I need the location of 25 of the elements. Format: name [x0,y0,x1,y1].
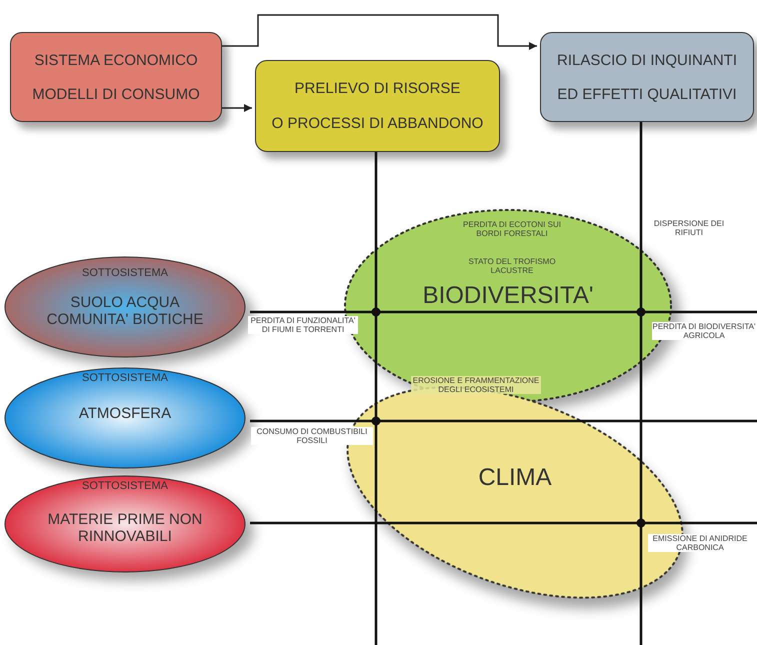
subsystem-name: ATMOSFERA [78,406,172,422]
box-text: PRELIEVO DI RISORSE [294,80,460,97]
arrow [222,14,537,50]
box-text: MODELLI DI CONSUMO [32,86,200,102]
impact-label: DISPERSIONE DEI RIFIUTI [652,219,726,238]
subsystem-heading: SOTTOSISTEMA [81,372,169,384]
impact-label: EROSIONE E FRAMMENTAZIONE DEGLI ECOSISTEMI [411,376,541,394]
box-text: SISTEMA ECONOMICO [34,52,198,68]
arrow [222,104,252,112]
area-title: BIODIVERSITA' [422,283,594,310]
process-box [10,32,222,122]
box-text: ED EFFETTI QUALITATIVI [557,86,737,102]
process-box [255,60,500,152]
subsystem-name: MATERIE PRIME NON RINNOVABILI [46,512,204,545]
subsystem-heading: SOTTOSISTEMA [81,480,169,492]
box-text: O PROCESSI DI ABBANDONO [272,115,484,132]
impact-label: STATO DEL TROFISMO LACUSTRE [467,257,557,276]
subsystem-heading: SOTTOSISTEMA [81,267,169,280]
impact-label: PERDITA DI ECOTONI SUI BORDI FORESTALI [462,220,562,238]
process-box [540,32,754,122]
impact-label: PERDITA DI BIODIVERSITA' AGRICOLA [652,322,756,340]
box-text: RILASCIO DI INQUINANTI [556,52,738,68]
area-title: CLIMA [477,465,553,492]
impact-label: PERDITA DI FUNZIONALITA' DI FIUMI E TORRENTI [248,316,358,334]
subsystem-name: SUOLO ACQUA COMUNITA' BIOTICHE [46,295,204,328]
